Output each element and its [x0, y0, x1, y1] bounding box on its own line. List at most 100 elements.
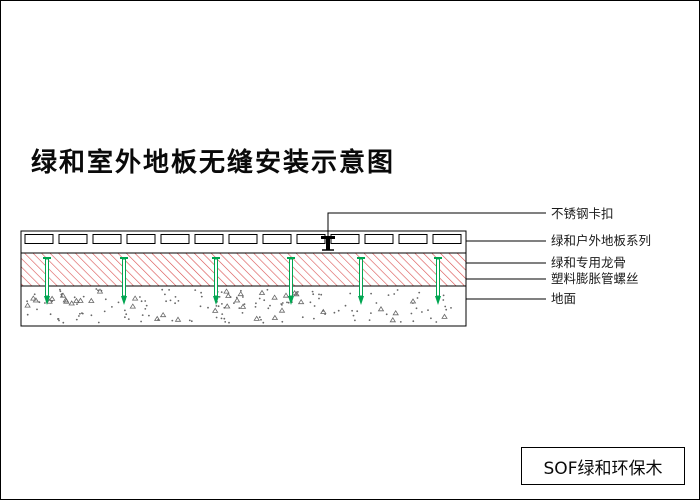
aggregate-dot [311, 290, 314, 293]
aggregate-triangle [271, 294, 278, 300]
aggregate-dot [281, 320, 284, 323]
deck-board [432, 234, 462, 244]
aggregate-dot [399, 321, 402, 323]
aggregate-dot [320, 293, 323, 296]
aggregate-dot [78, 315, 80, 317]
aggregate-dot [174, 302, 177, 305]
aggregate-dot [412, 320, 415, 323]
callout-deck-label: 绿和户外地板系列 [551, 233, 651, 248]
aggregate-triangle [389, 317, 397, 323]
aggregate-dot [313, 317, 315, 320]
aggregate-dot [38, 301, 41, 304]
clip-stem [326, 239, 330, 250]
aggregate-dot [393, 293, 396, 295]
expansion-screws [43, 257, 442, 305]
aggregate-dot [144, 300, 147, 302]
aggregate-dot [344, 304, 347, 307]
aggregate-dot [145, 304, 148, 307]
aggregate-triangle [253, 315, 260, 321]
aggregate-dot [387, 294, 390, 296]
aggregate-dot [258, 316, 261, 319]
aggregate-dot [368, 319, 371, 321]
aggregate-dot [266, 288, 269, 291]
aggregate-dot [81, 312, 83, 314]
callout-keel-label: 绿和专用龙骨 [551, 255, 626, 270]
aggregate-triangle [271, 314, 279, 320]
callout-screw-label: 塑料膨胀管螺丝 [551, 271, 639, 286]
aggregate-dot [370, 292, 372, 295]
aggregate-triangle [129, 303, 137, 309]
callout-clip-label: 不锈钢卡扣 [551, 206, 614, 221]
aggregate-triangle [223, 288, 230, 294]
aggregate-dot [240, 289, 242, 292]
aggregate-triangle [258, 289, 266, 295]
aggregate-triangle [233, 297, 241, 303]
aggregate-dot [221, 313, 224, 315]
aggregate-triangle [153, 315, 161, 321]
deck-board [194, 234, 224, 244]
aggregate-dot [165, 300, 168, 303]
clip-cap [321, 236, 335, 239]
aggregate-dot [410, 312, 413, 315]
deck-board [126, 234, 156, 244]
aggregate-dot [309, 301, 312, 304]
aggregate-dot [75, 318, 78, 321]
deck-board [398, 234, 428, 244]
aggregate-dot [140, 320, 143, 323]
aggregate-dot [194, 289, 197, 291]
aggregate-dot [73, 296, 76, 299]
aggregate-triangle [211, 307, 219, 313]
callout-ground-label: 地面 [551, 291, 576, 306]
aggregate-dot [124, 309, 126, 312]
aggregate-triangle [30, 295, 37, 301]
screw-icon [357, 257, 365, 305]
aggregate-dot [221, 303, 223, 305]
aggregate-dot [238, 307, 241, 309]
aggregate-dot [148, 314, 150, 317]
aggregate-dot [254, 306, 257, 308]
aggregate-dot [141, 314, 144, 316]
aggregate-triangle [377, 306, 385, 312]
aggregate-triangle [174, 316, 182, 322]
aggregate-triangle [239, 303, 247, 309]
aggregate-dot [313, 305, 316, 307]
aggregate-dot [349, 292, 352, 295]
aggregate-dot [36, 308, 38, 311]
aggregate-dot [218, 296, 221, 298]
aggregate-dot [333, 311, 336, 314]
ground-band [20, 285, 467, 327]
aggregate-dot [223, 317, 226, 320]
aggregate-triangle [225, 292, 232, 298]
aggregate-dot [281, 304, 283, 306]
leader-line-clip [327, 212, 546, 236]
aggregate-triangle [68, 300, 75, 306]
leader-lines [327, 212, 546, 300]
aggregate-dot [351, 309, 353, 312]
aggregate-triangle [297, 298, 305, 305]
aggregate-triangle [48, 295, 56, 301]
aggregate-dot [33, 293, 36, 296]
aggregate-dot [242, 296, 244, 298]
aggregate-dot [442, 299, 445, 301]
aggregate-dot [385, 313, 388, 316]
aggregate-dot [215, 305, 218, 307]
aggregate-dot [59, 288, 61, 291]
aggregate-dot [199, 305, 202, 308]
callout-labels: 不锈钢卡扣 绿和户外地板系列 绿和专用龙骨 塑料膨胀管螺丝 地面 [551, 206, 651, 306]
aggregate-dot [286, 301, 288, 304]
aggregate-dot [169, 299, 172, 302]
aggregate-triangle [223, 303, 231, 309]
aggregate-dot [174, 296, 177, 298]
aggregate-dot [164, 293, 166, 296]
aggregate-dot [318, 297, 320, 300]
aggregate-dot [281, 302, 284, 304]
aggregate-dot [97, 289, 99, 292]
aggregate-dot [171, 319, 174, 322]
aggregate-dot [200, 295, 203, 298]
screw-icon [212, 257, 220, 305]
aggregate-dot [450, 307, 452, 309]
deck-board [262, 234, 292, 244]
aggregate-dot [421, 311, 423, 313]
aggregate-triangle [237, 290, 244, 297]
